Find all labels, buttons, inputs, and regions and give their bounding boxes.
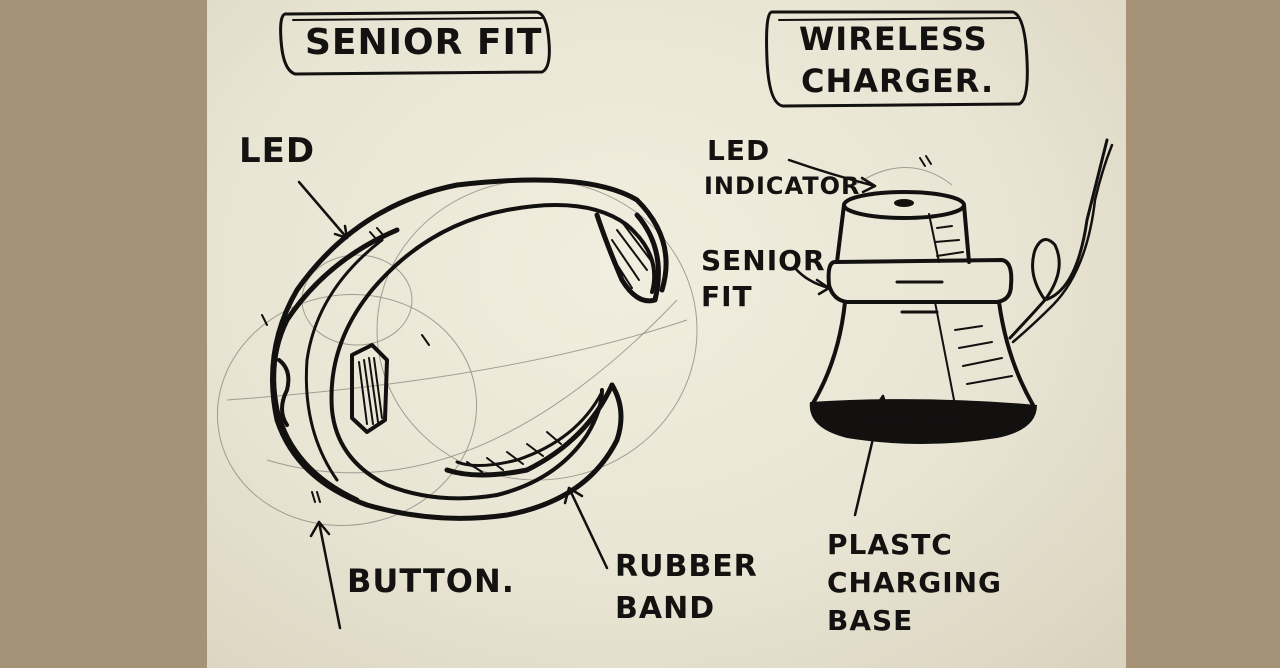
plastic-base-label-line2: CHARGING [827, 566, 1002, 599]
senior-fit-label-line2: FIT [701, 280, 753, 313]
senior-fit-title: SENIOR FIT [305, 22, 542, 63]
sketch-paper: SENIOR FIT WIRELESS CHARGER. [207, 0, 1126, 668]
led-label: LED [239, 131, 315, 171]
product-sketch: SENIOR FIT WIRELESS CHARGER. [216, 10, 1114, 637]
plastic-base-label-line1: PLASTC [827, 528, 953, 561]
rubber-band-label-line1: RUBBER [615, 549, 758, 584]
led-indicator-label-line1: LED [707, 134, 770, 167]
wireless-charger-title-box [765, 10, 1029, 108]
wireless-title-line1: WIRELESS [799, 20, 988, 58]
led-indicator-label-line2: INDICATOR [704, 172, 860, 200]
wireless-charger-drawing [809, 138, 1114, 444]
button-label: BUTTON. [347, 562, 515, 600]
button-arrow [309, 520, 342, 630]
senior-fit-title-box [279, 10, 551, 76]
senior-fit-band-drawing [216, 177, 698, 526]
rubber-band-arrow [563, 486, 609, 570]
led-indicator-arrow [787, 158, 877, 194]
wireless-title-line2: CHARGER. [801, 62, 994, 100]
rubber-band-label-line2: BAND [615, 591, 715, 626]
plastic-base-label-line3: BASE [827, 604, 913, 637]
senior-fit-arrow [793, 266, 831, 296]
led-arrow [297, 180, 349, 240]
plastic-base-arrow [853, 394, 889, 517]
senior-fit-label-line1: SENIOR [701, 244, 826, 277]
